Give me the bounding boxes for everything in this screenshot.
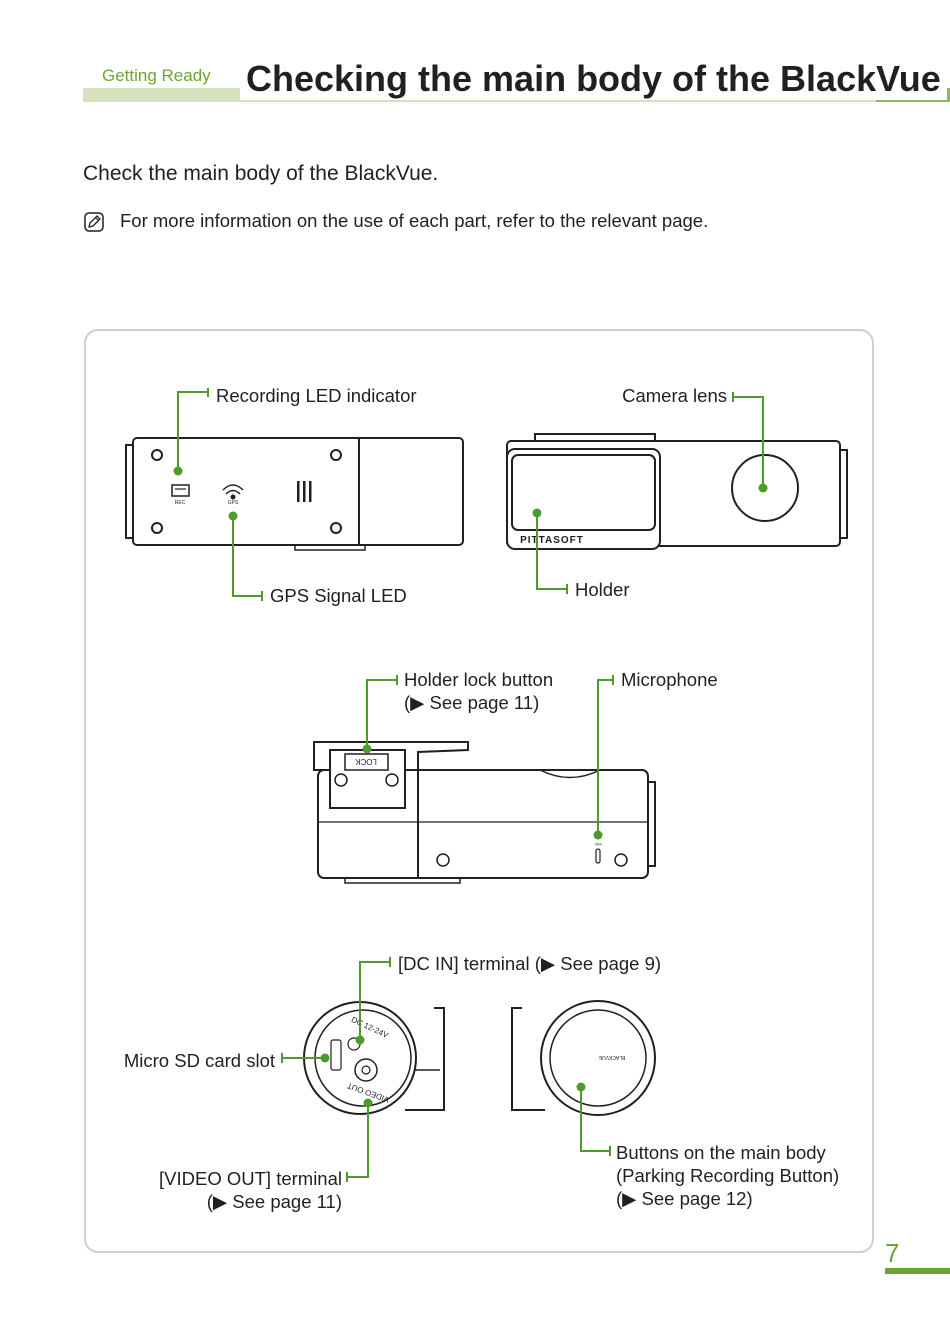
label-video-out-line1: [VIDEO OUT] terminal	[159, 1168, 342, 1189]
page-title: Checking the main body of the BlackVue	[240, 58, 947, 100]
dot-recording-led	[173, 466, 183, 476]
rec-mark: REC	[175, 500, 186, 506]
section-label: Getting Ready	[102, 66, 211, 85]
front-view-device	[506, 433, 848, 550]
leader-recording-led	[177, 391, 208, 471]
dot-buttons	[576, 1082, 586, 1092]
dot-micro-sd	[320, 1053, 330, 1063]
label-buttons-line3: (▶ See page 12)	[616, 1188, 753, 1209]
leader-buttons	[580, 1087, 610, 1152]
dot-holder	[532, 508, 542, 518]
leader-dc-in	[359, 961, 390, 1040]
label-dc-in: [DC IN] terminal (▶ See page 9)	[398, 953, 662, 974]
label-recording-led: Recording LED indicator	[216, 385, 417, 406]
note-text: For more information on the use of each …	[120, 210, 709, 231]
label-holder-lock-line2: (▶ See page 11)	[404, 692, 540, 713]
leader-holder-lock	[366, 679, 397, 749]
label-buttons-line1: Buttons on the main body	[616, 1142, 826, 1163]
intro-text: Check the main body of the BlackVue.	[83, 162, 439, 185]
side-view-device	[313, 741, 656, 884]
label-camera-lens: Camera lens	[622, 385, 727, 406]
right-end-view-device	[511, 1000, 656, 1116]
dot-video-out	[363, 1098, 373, 1108]
diagram-panel	[84, 329, 874, 1253]
label-micro-sd: Micro SD card slot	[123, 1050, 275, 1071]
page-number: 7	[885, 1238, 900, 1268]
label-holder: Holder	[575, 579, 630, 600]
dot-camera-lens	[758, 483, 768, 493]
lock-mark: LOCK	[354, 757, 376, 766]
leader-video-out	[347, 1103, 369, 1178]
label-buttons-line2: (Parking Recording Button)	[616, 1165, 840, 1186]
note-icon	[84, 212, 104, 232]
leader-gps-led	[232, 516, 262, 597]
dot-microphone	[593, 830, 603, 840]
dot-gps-led	[228, 511, 238, 521]
rear-view-device	[125, 437, 464, 551]
label-video-out-line2: (▶ See page 11)	[206, 1191, 342, 1212]
leader-camera-lens	[733, 396, 764, 488]
blackvue-mark: BLACKVUE	[598, 1054, 625, 1060]
leader-microphone	[597, 679, 613, 835]
label-holder-lock-line1: Holder lock button	[404, 669, 554, 690]
leader-holder	[536, 513, 567, 590]
page-number-bar	[885, 1268, 950, 1274]
dot-holder-lock	[362, 744, 372, 754]
gps-mark: GPS	[228, 500, 239, 506]
dot-dc-in	[355, 1035, 365, 1045]
label-gps-led: GPS Signal LED	[270, 585, 407, 606]
mic-mark: MIC	[594, 842, 601, 847]
brand-mark: PITTASOFT	[520, 535, 584, 546]
label-microphone: Microphone	[621, 669, 718, 690]
